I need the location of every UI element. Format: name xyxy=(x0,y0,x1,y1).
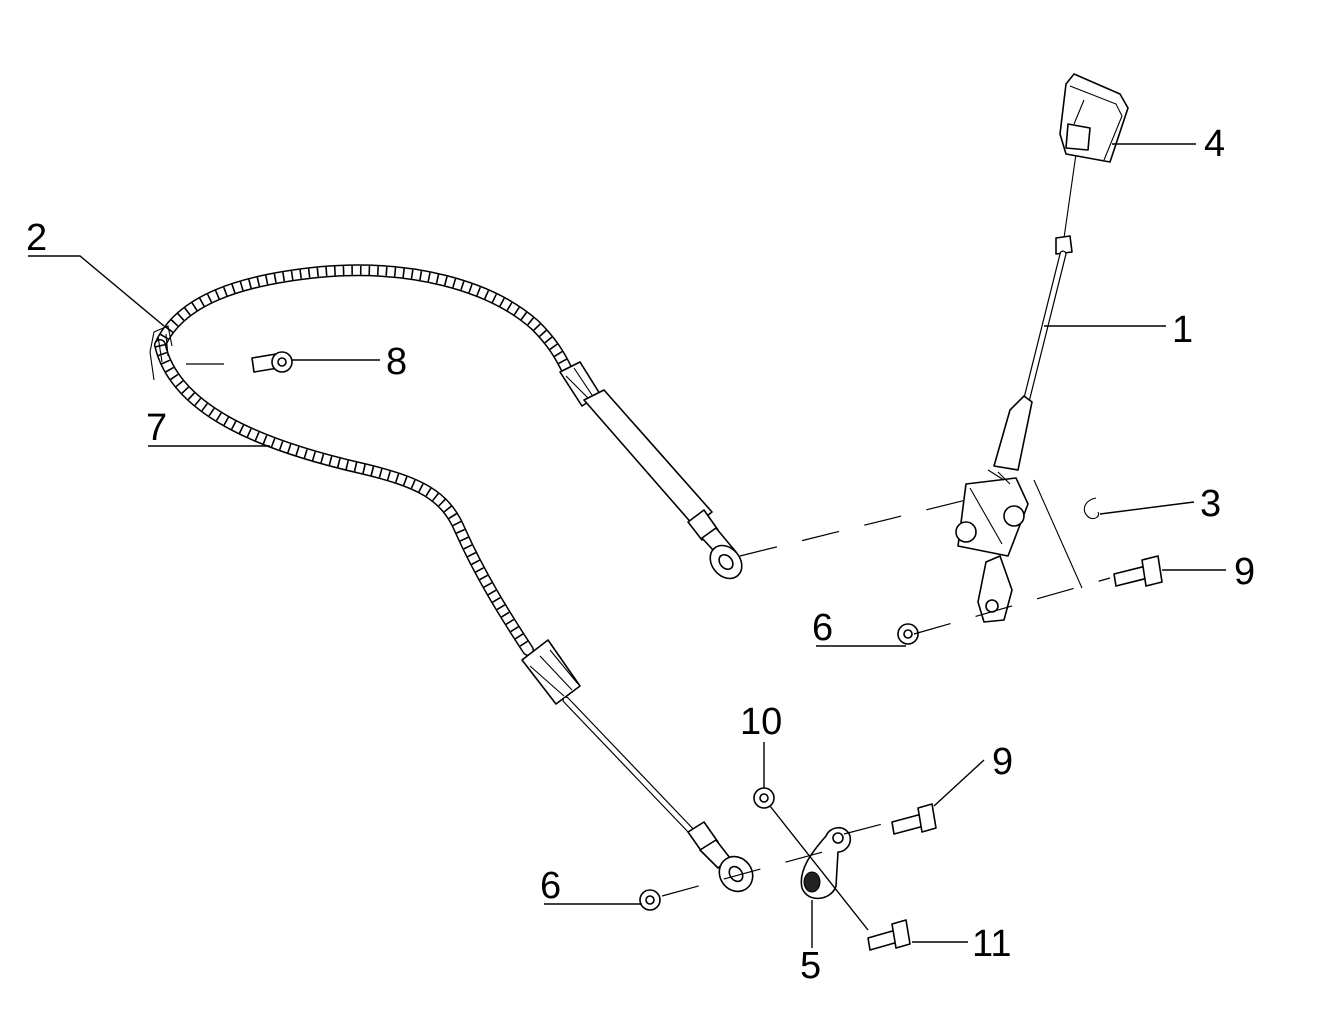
callout-2: 2 xyxy=(26,217,47,259)
callout-9-upper: 9 xyxy=(1234,551,1255,593)
bolt-upper xyxy=(1113,555,1163,587)
retaining-clip xyxy=(1083,497,1100,520)
callout-3: 3 xyxy=(1200,483,1221,525)
callout-9-lower: 9 xyxy=(992,741,1013,783)
nut-lower xyxy=(639,889,661,911)
bolt-lower-bottom xyxy=(867,919,911,951)
callout-5: 5 xyxy=(800,945,821,987)
leader-lines xyxy=(28,143,1226,948)
callout-7: 7 xyxy=(146,407,167,449)
callout-1: 1 xyxy=(1172,309,1193,351)
callout-6-lower: 6 xyxy=(540,865,561,907)
callout-numbers: 1 2 3 4 5 6 6 7 8 9 9 10 11 xyxy=(26,123,1255,987)
cable-end-upper xyxy=(559,361,743,580)
callout-8: 8 xyxy=(386,341,407,383)
callout-11: 11 xyxy=(972,923,1011,965)
nut-upper xyxy=(897,623,919,645)
callout-4: 4 xyxy=(1204,123,1225,165)
callout-6-upper: 6 xyxy=(812,607,833,649)
lower-shift-arm xyxy=(800,826,852,900)
shift-lever xyxy=(955,139,1079,623)
bolt-lower-right xyxy=(891,803,937,835)
shift-knob xyxy=(1059,73,1129,163)
nut-upper-arm xyxy=(753,787,775,809)
alignment-lines xyxy=(186,363,1111,897)
shift-cable xyxy=(149,264,754,893)
cable-end-lower xyxy=(521,639,754,893)
bolt-cable-clamp xyxy=(251,351,293,373)
callout-10: 10 xyxy=(740,701,782,743)
